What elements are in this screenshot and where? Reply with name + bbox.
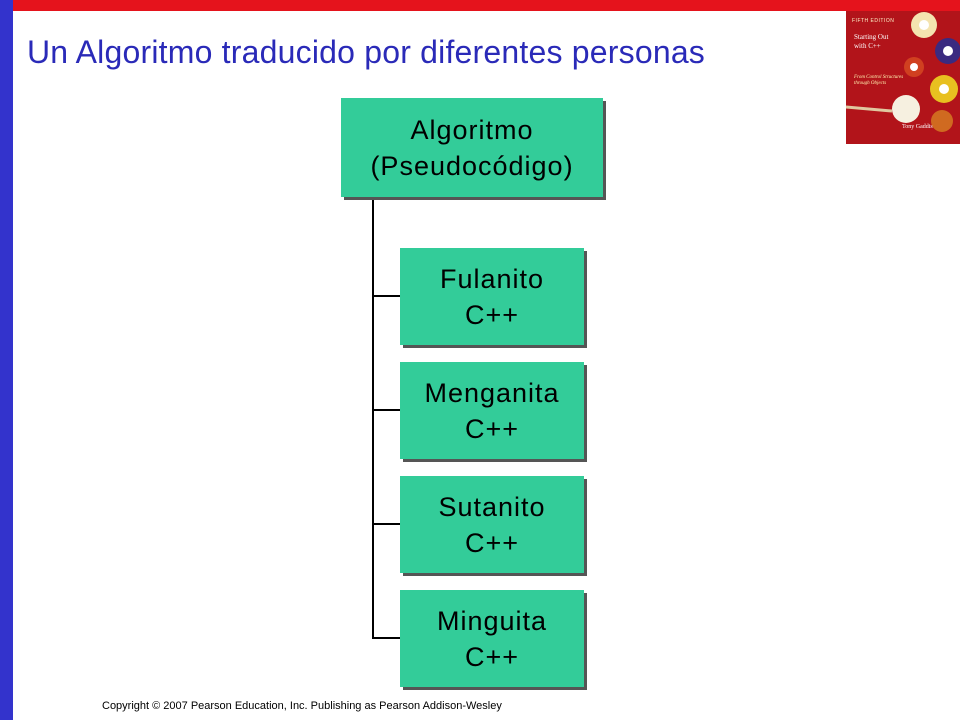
child-box-language: C++ (464, 299, 520, 330)
billiard-balls-icon (846, 12, 960, 132)
book-cover-image: FIFTH EDITION Starting Out with C++ From… (846, 11, 960, 144)
tree-trunk-line (372, 197, 374, 639)
child-box-language: C++ (464, 413, 520, 444)
translator-box-menganita: Menganita C++ (400, 362, 584, 459)
root-box-line1: Algoritmo (410, 114, 534, 145)
root-box-line2: (Pseudocódigo) (370, 150, 574, 181)
translator-box-sutanito: Sutanito C++ (400, 476, 584, 573)
copyright-footer: Copyright © 2007 Pearson Education, Inc.… (102, 700, 502, 712)
translator-box-minguita: Minguita C++ (400, 590, 584, 687)
tree-branch-line (372, 409, 400, 411)
book-title: Starting Out with C++ (854, 33, 889, 50)
slide-title: Un Algoritmo traducido por diferentes pe… (27, 34, 706, 70)
tree-branch-line (372, 295, 400, 297)
book-author: Tony Gaddis (902, 124, 933, 130)
book-edition: FIFTH EDITION (852, 18, 895, 24)
book-subtitle: From Control Structures through Objects (854, 75, 904, 86)
tree-branch-line (372, 523, 400, 525)
child-box-language: C++ (464, 641, 520, 672)
tree-branch-line (372, 637, 400, 639)
child-box-name: Sutanito (438, 491, 546, 522)
translator-box-fulanito: Fulanito C++ (400, 248, 584, 345)
algorithm-root-box: Algoritmo (Pseudocódigo) (341, 98, 603, 197)
child-box-language: C++ (464, 527, 520, 558)
child-box-name: Menganita (424, 377, 560, 408)
child-box-name: Minguita (436, 605, 548, 636)
left-accent-bar (0, 0, 13, 720)
child-box-name: Fulanito (439, 263, 545, 294)
top-accent-bar (0, 0, 960, 11)
